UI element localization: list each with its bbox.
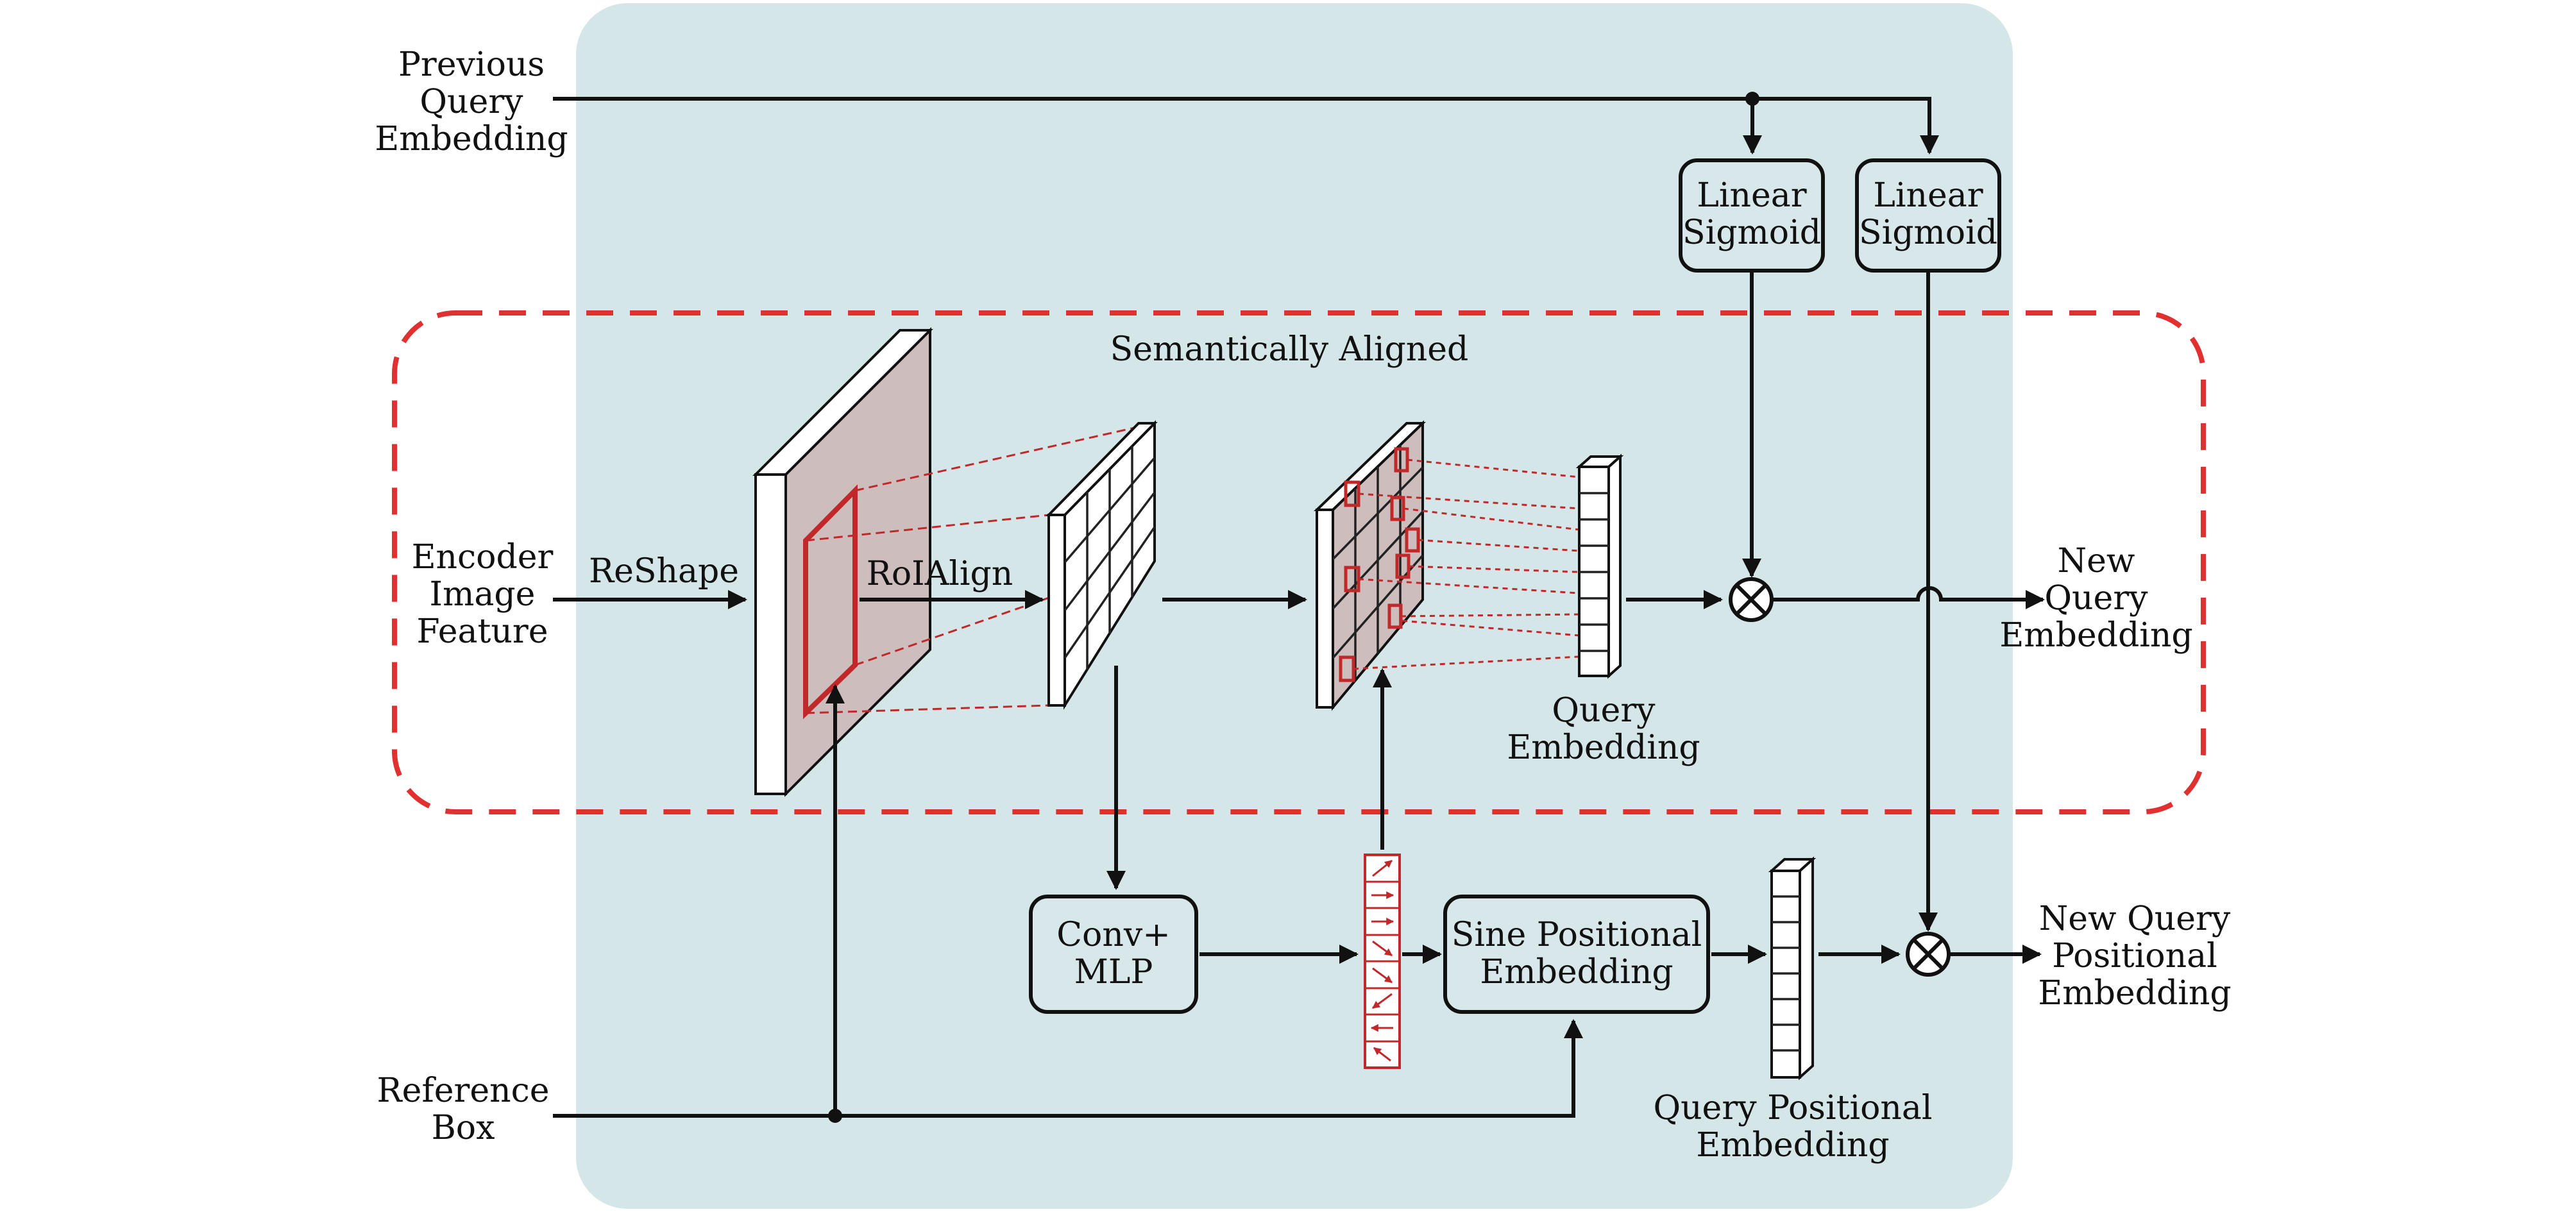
query-embedding-stack [1575,453,1624,679]
reshape-label: ReShape [589,552,739,591]
new-query-positional-embedding-label: New Query Positional Embedding [2038,900,2231,1013]
svg-text:Sine Positional: Sine Positional [1452,916,1702,954]
svg-text:New Query: New Query [2039,900,2231,938]
previous-query-embedding-label: Previous Query Embedding [375,46,568,158]
svg-text:Query: Query [2044,579,2148,618]
semantically-aligned-region [392,310,2206,814]
previous-query-lines [553,92,1939,155]
new-query-embedding-label: New Query Embedding [1999,542,2192,655]
svg-text:Reference: Reference [377,1072,550,1110]
linear-sigmoid-block-2: Linear Sigmoid [1855,158,2001,273]
conv-mlp-block: Conv+ MLP [1029,895,1198,1014]
svg-text:Positional: Positional [2052,937,2217,975]
svg-text:New: New [2058,542,2135,580]
query-embedding-label: Query Embedding [1507,691,1700,767]
multiply-node-2 [1906,932,1951,977]
svg-text:Embedding: Embedding [375,120,568,158]
svg-text:Sigmoid: Sigmoid [1859,214,1997,252]
svg-text:Embedding: Embedding [1480,953,1673,991]
offset-vector-column [1364,854,1401,1069]
linear-sigmoid-block-1: Linear Sigmoid [1679,158,1825,273]
svg-text:Embedding: Embedding [1507,728,1700,767]
svg-text:Query Positional: Query Positional [1653,1089,1932,1127]
semantically-aligned-label: Semantically Aligned [1110,330,1469,369]
svg-text:MLP: MLP [1074,953,1153,991]
roi-projection-lines [805,422,1155,714]
roi-grid [1046,420,1158,710]
query-positional-embedding-stack [1768,856,1817,1081]
svg-text:Box: Box [432,1109,495,1147]
svg-text:Linear: Linear [1697,176,1806,215]
roialign-label: RoIAlign [867,555,1013,593]
encoder-image-feature-label: Encoder Image Feature [412,538,554,651]
sine-positional-embedding-block: Sine Positional Embedding [1443,895,1710,1014]
svg-text:Image: Image [430,575,536,614]
svg-text:Encoder: Encoder [412,538,554,577]
svg-text:Query: Query [1552,691,1656,730]
svg-text:Feature: Feature [416,612,548,651]
multiply-node-1 [1729,577,1774,622]
svg-text:Sigmoid: Sigmoid [1682,214,1821,252]
svg-text:Embedding: Embedding [1999,616,2192,655]
query-positional-embedding-label: Query Positional Embedding [1653,1089,1932,1165]
sampled-grid [1314,420,1426,711]
sampling-lines [1353,459,1580,670]
svg-text:Query: Query [419,83,523,121]
reference-box-lines [553,684,1583,1123]
svg-text:Conv+: Conv+ [1056,916,1171,954]
reference-box-label: Reference Box [377,1072,550,1147]
svg-text:Embedding: Embedding [2038,974,2231,1013]
svg-text:Linear: Linear [1873,176,1983,215]
svg-text:Embedding: Embedding [1696,1126,1889,1165]
svg-text:Previous: Previous [398,46,545,84]
